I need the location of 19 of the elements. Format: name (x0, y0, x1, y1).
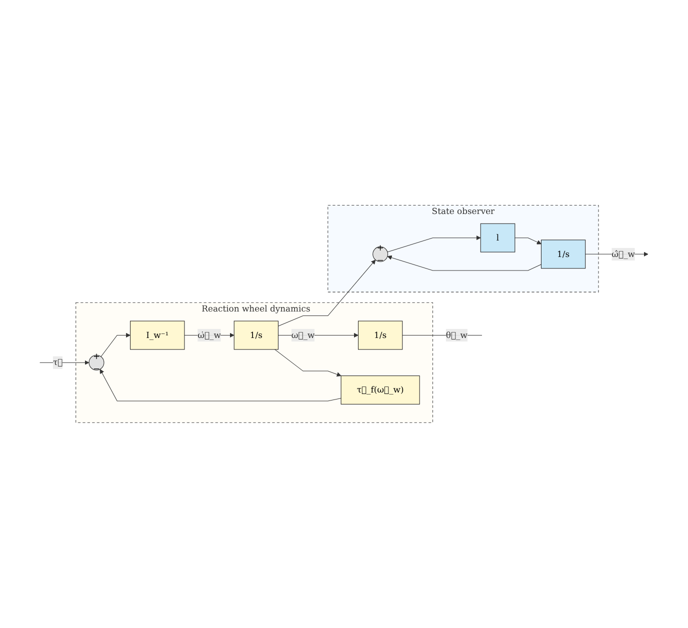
edge-label: ω̂⃗_w (612, 248, 636, 259)
node-box: I_w⁻¹ (130, 320, 185, 350)
node-box: 1/s (540, 240, 586, 269)
arrow (387, 236, 481, 252)
arrow (274, 349, 342, 377)
node-box: l (480, 223, 516, 252)
edge-label: ω̇⃗_w (198, 330, 221, 340)
edge-label: τ⃗ (52, 357, 63, 368)
arrow (100, 369, 342, 402)
node-box: 1/s (358, 320, 403, 350)
arrow (100, 333, 130, 357)
edge-label: ω⃗_w (291, 330, 315, 340)
arrow (514, 238, 542, 244)
node-box: τ⃗_f(ω⃗_w) (340, 376, 420, 405)
arrow (40, 360, 90, 365)
arrow (278, 260, 376, 326)
arrow (387, 256, 542, 271)
node-box: 1/s (234, 320, 278, 350)
edge-label: θ⃗_w (446, 330, 468, 340)
